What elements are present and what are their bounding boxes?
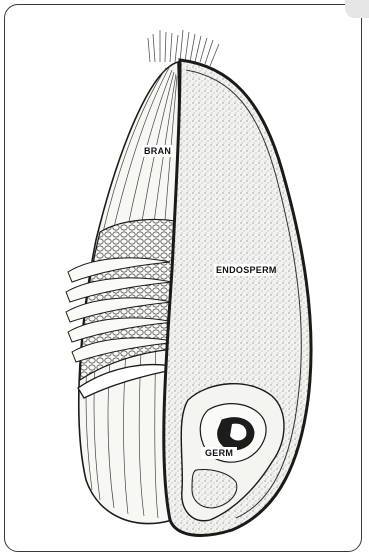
label-endosperm: ENDOSPERM (214, 264, 277, 276)
label-germ-text: GERM (205, 448, 233, 458)
label-endosperm-text: ENDOSPERM (216, 265, 277, 275)
label-bran: BRAN (142, 145, 174, 157)
label-germ: GERM (201, 447, 237, 459)
label-bran-text: BRAN (144, 146, 171, 156)
